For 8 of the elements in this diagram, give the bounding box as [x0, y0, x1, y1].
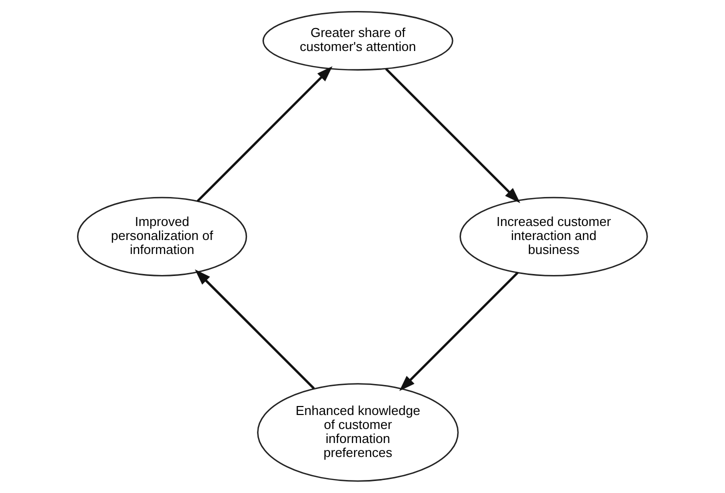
node-ellipse: Increased customer interaction and business [460, 196, 648, 276]
arrow [196, 66, 332, 202]
arrow [194, 269, 315, 390]
arrow [385, 68, 520, 204]
node-ellipse: Enhanced knowledge of customer information preferences [257, 383, 459, 482]
node-ellipse: Greater share of customer's attention [262, 10, 454, 71]
arrow [399, 272, 519, 392]
node-ellipse: Improved personalization of information [77, 196, 248, 276]
